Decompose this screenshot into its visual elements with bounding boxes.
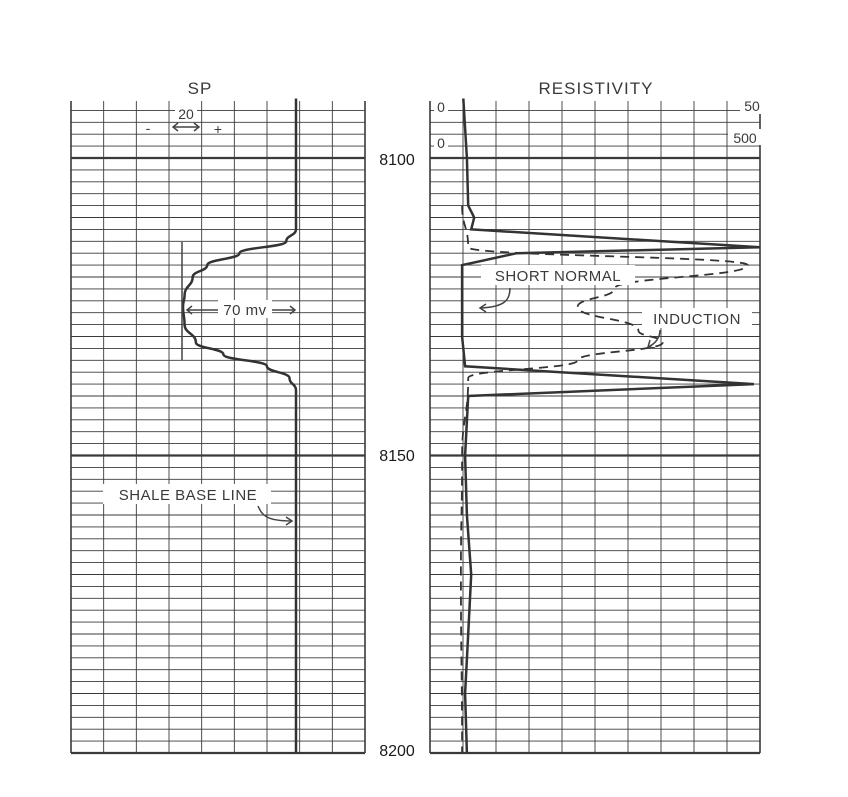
sp-title: SP bbox=[188, 79, 213, 98]
sp-deflection-label-bg bbox=[218, 300, 272, 318]
res-upper-max: 50 bbox=[744, 98, 760, 114]
shale-base-line-arrow bbox=[257, 505, 294, 526]
sp-scale-label-bg bbox=[175, 107, 197, 121]
short-normal-label: SHORT NORMAL bbox=[495, 268, 621, 285]
sp-deflection-arrow bbox=[185, 305, 297, 315]
induction-curve bbox=[459, 205, 749, 754]
depth-label-8100: 8100 bbox=[379, 152, 415, 169]
sp-track-grid bbox=[70, 101, 366, 755]
sp-curve bbox=[181, 98, 298, 753]
res-upper-zero: 0 bbox=[437, 99, 445, 115]
res-lower-max-bg bbox=[728, 129, 762, 145]
sp-scale-plus: + bbox=[214, 121, 222, 137]
sp-deflection-label: 70 mv bbox=[223, 302, 266, 319]
shale-base-line-label-bg bbox=[103, 484, 271, 504]
depth-label-8150: 8150 bbox=[379, 448, 415, 465]
short-normal-arrow bbox=[478, 287, 511, 313]
induction-arrow bbox=[647, 329, 661, 349]
res-lower-zero: 0 bbox=[437, 135, 445, 151]
sp-scale-label: 20 bbox=[178, 106, 194, 122]
res-upper-zero-bg bbox=[434, 99, 448, 115]
short-normal-label-bg bbox=[481, 265, 635, 285]
induction-label: INDUCTION bbox=[653, 311, 741, 328]
induction-label-bg bbox=[642, 308, 752, 328]
shale-base-line-label: SHALE BASE LINE bbox=[119, 487, 257, 504]
res-lower-max: 500 bbox=[733, 130, 757, 146]
sp-scale-minus: - bbox=[146, 120, 151, 136]
short-normal-curve bbox=[460, 98, 761, 754]
resistivity-track-grid bbox=[429, 101, 761, 755]
sp-scale-arrow bbox=[171, 122, 201, 132]
depth-label-8200: 8200 bbox=[379, 743, 415, 760]
resistivity-title: RESISTIVITY bbox=[539, 79, 654, 98]
res-lower-zero-bg bbox=[434, 135, 448, 151]
res-upper-max-bg bbox=[740, 98, 762, 114]
